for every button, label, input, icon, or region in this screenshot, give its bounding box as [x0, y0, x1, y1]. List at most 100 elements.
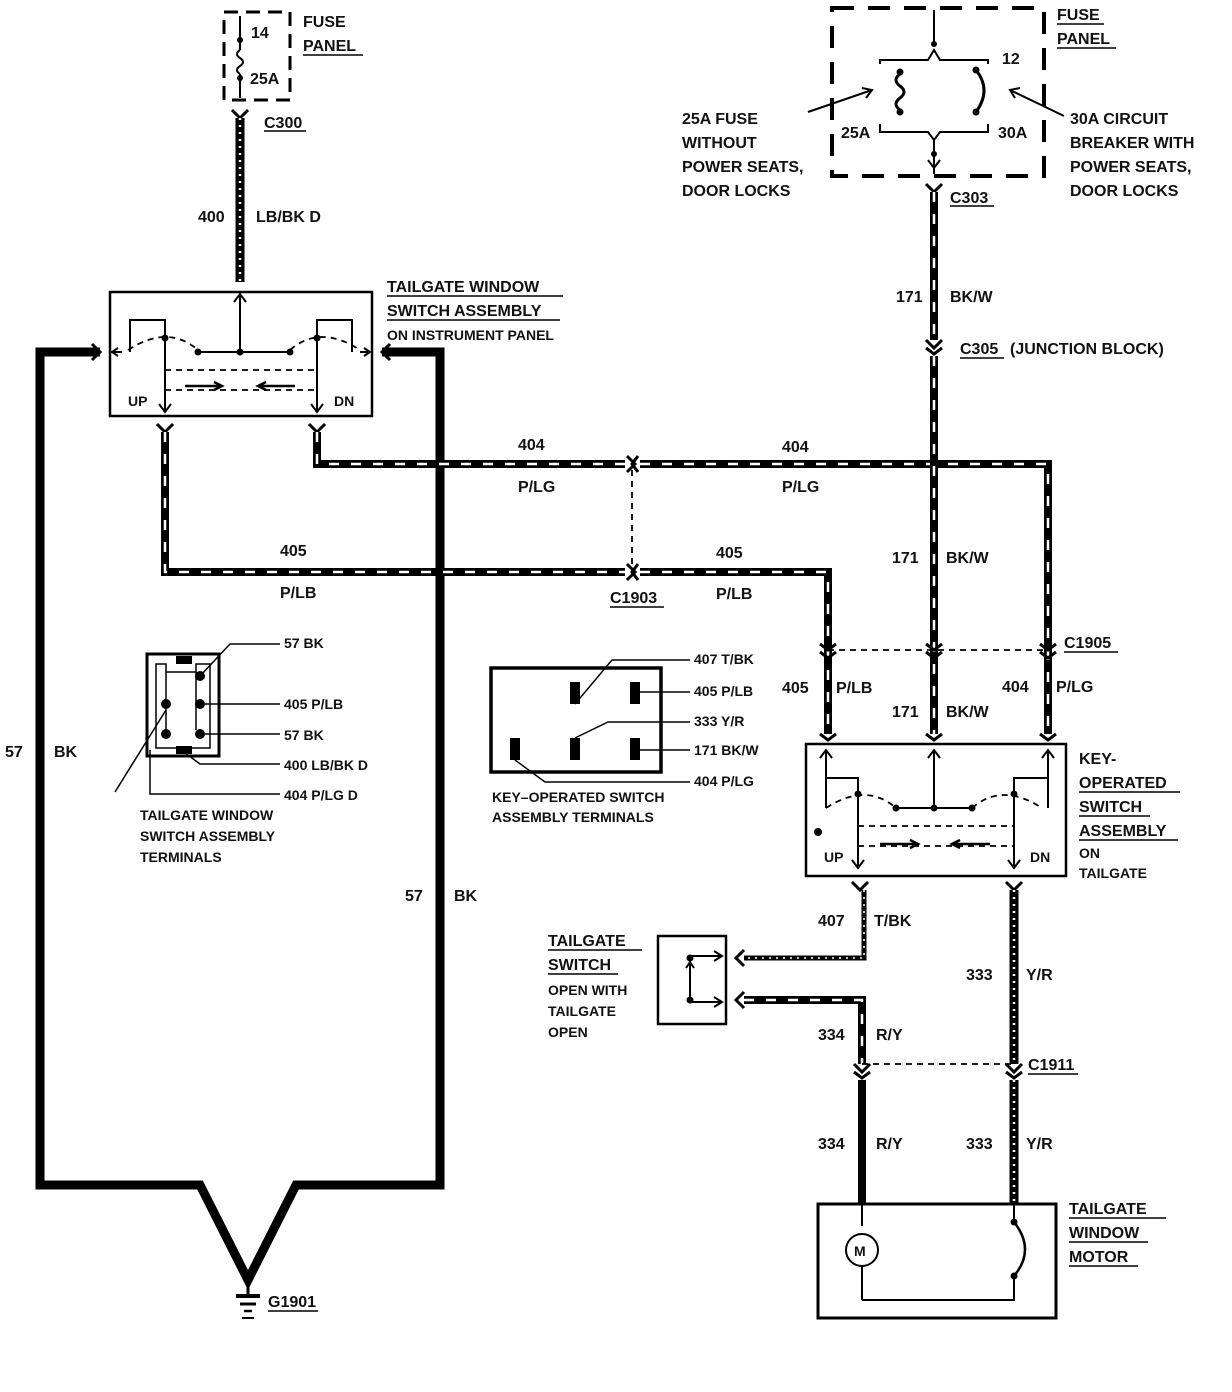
- wire-171-number-b: 171: [892, 550, 919, 567]
- key-switch-up: UP: [824, 849, 843, 865]
- key-pin-2: 405 P/LB: [694, 683, 753, 699]
- wire-334-number-b: 334: [818, 1136, 845, 1153]
- wire-405-number-c: 405: [782, 680, 809, 697]
- tg-switch-dn: DN: [334, 393, 354, 409]
- key-pin-5: 404 P/LG: [694, 773, 754, 789]
- tg-switch-title2: SWITCH ASSEMBLY: [387, 303, 542, 320]
- connector-c303: C303: [950, 190, 988, 207]
- fuse-panel-right-title2: PANEL: [1057, 31, 1110, 48]
- motor-title2: WINDOW: [1069, 1225, 1140, 1242]
- tailgate-switch-note1: OPEN WITH: [548, 982, 627, 998]
- wire-407: 407 T/BK: [733, 880, 912, 968]
- fuse-panel-right-title: FUSE: [1057, 7, 1100, 24]
- connector-c1903: C1903: [610, 590, 657, 607]
- note-30a-line4: DOOR LOCKS: [1070, 183, 1179, 200]
- wire-400-color: LB/BK D: [256, 209, 321, 226]
- key-terminals-caption1: KEY–OPERATED SWITCH: [492, 789, 664, 805]
- fuse-rating-25a-right: 25A: [841, 125, 871, 142]
- wire-57-number-left: 57: [5, 744, 23, 761]
- note-25a-line4: DOOR LOCKS: [682, 183, 791, 200]
- key-pin-3: 333 Y/R: [694, 713, 744, 729]
- wire-404: 404 P/LG 404 P/LG 404 P/LG: [313, 432, 1093, 734]
- tg-switch-title1: TAILGATE WINDOW: [387, 279, 540, 296]
- tailgate-switch-title2: SWITCH: [548, 957, 611, 974]
- wire-57-color-right: BK: [454, 888, 478, 905]
- key-pin-1: 407 T/BK: [694, 651, 754, 667]
- fuse-panel-right: 12 25A 30A FUSE PANEL 25A FUSE WITHOUT P…: [682, 6, 1194, 200]
- key-switch-sub1: ON: [1079, 845, 1100, 861]
- connector-c305-note: (JUNCTION BLOCK): [1010, 341, 1164, 358]
- wire-171-color-a: BK/W: [950, 289, 994, 306]
- fuse-panel-left-title2: PANEL: [303, 38, 356, 55]
- wire-333-number-b: 333: [966, 1136, 993, 1153]
- wire-404-number-b: 404: [782, 439, 809, 456]
- tg-terminals-caption1: TAILGATE WINDOW: [140, 807, 274, 823]
- wire-405-color-c: P/LB: [836, 680, 872, 697]
- wire-405-number-b: 405: [716, 545, 743, 562]
- fuse-panel-left-title: FUSE: [303, 14, 346, 31]
- wire-404-color-c: P/LG: [1056, 679, 1093, 696]
- fuse-panel-left: 14 25A FUSE PANEL: [222, 10, 363, 102]
- tg-pin-1: 57 BK: [284, 635, 324, 651]
- note-30a-line3: POWER SEATS,: [1070, 159, 1192, 176]
- connector-c1905: C1905: [1064, 635, 1111, 652]
- note-25a-line2: WITHOUT: [682, 135, 757, 152]
- wire-407-color: T/BK: [874, 913, 912, 930]
- wire-334-color-b: R/Y: [876, 1136, 903, 1153]
- fuse-number-12: 12: [1002, 51, 1020, 68]
- key-terminals-caption2: ASSEMBLY TERMINALS: [492, 809, 654, 825]
- tailgate-window-switch-terminals: 57 BK 405 P/LB 57 BK 400 LB/BK D 404 P/L…: [114, 635, 368, 865]
- tg-switch-up: UP: [128, 393, 147, 409]
- wire-333-number-a: 333: [966, 967, 993, 984]
- tg-pin-2: 405 P/LB: [284, 696, 343, 712]
- wire-171-number-c: 171: [892, 704, 919, 721]
- connector-c1905-group: C1905: [819, 635, 1118, 660]
- wire-57-ground-loop: G1901 57 BK 57 BK: [5, 342, 478, 1319]
- note-30a-line2: BREAKER WITH: [1070, 135, 1194, 152]
- wire-404-color-b: P/LG: [782, 479, 819, 496]
- note-25a-line1: 25A FUSE: [682, 111, 758, 128]
- wire-405-color-b: P/LB: [716, 586, 752, 603]
- ground-g1901: G1901: [268, 1294, 316, 1311]
- wire-404-color-a: P/LG: [518, 479, 555, 496]
- wire-407-number: 407: [818, 913, 845, 930]
- wire-334-color-a: R/Y: [876, 1027, 903, 1044]
- wire-171-number-a: 171: [896, 289, 923, 306]
- key-switch-dn: DN: [1030, 849, 1050, 865]
- tg-pin-4: 400 LB/BK D: [284, 757, 368, 773]
- tailgate-switch-title1: TAILGATE: [548, 933, 626, 950]
- wire-333-color-b: Y/R: [1026, 1136, 1053, 1153]
- key-switch-terminals: 407 T/BK 405 P/LB 333 Y/R 171 BK/W 404 P…: [489, 651, 759, 825]
- wire-405: 405 P/LB 405 P/LB 405 P/LB C1903: [155, 422, 872, 734]
- tailgate-switch-note3: OPEN: [548, 1024, 588, 1040]
- motor-title3: MOTOR: [1069, 1249, 1129, 1266]
- note-30a-line1: 30A CIRCUIT: [1070, 111, 1168, 128]
- motor-title1: TAILGATE: [1069, 1201, 1147, 1218]
- tailgate-window-switch-assembly: UP DN TAILGATE WINDOW SWITCH ASSEMBLY ON…: [108, 279, 563, 418]
- wire-333-color-a: Y/R: [1026, 967, 1053, 984]
- connector-c1911-group: C1911: [862, 1057, 1078, 1075]
- wire-57-number-right: 57: [405, 888, 423, 905]
- tg-pin-3: 57 BK: [284, 727, 324, 743]
- wire-405-number-a: 405: [280, 543, 307, 560]
- tg-terminals-caption2: SWITCH ASSEMBLY: [140, 828, 276, 844]
- key-operated-switch-assembly: UP DN KEY- OPERATED SWITCH ASSEMBLY ON T…: [804, 732, 1180, 881]
- wire-404-number-c: 404: [1002, 679, 1029, 696]
- wire-404-number-a: 404: [518, 437, 545, 454]
- motor-symbol: M: [854, 1243, 866, 1259]
- key-switch-title2: OPERATED: [1079, 775, 1167, 792]
- connector-c305: C305: [960, 341, 998, 358]
- fuse-number-14: 14: [251, 25, 269, 42]
- wire-171-color-b: BK/W: [946, 550, 990, 567]
- wire-400: C300 400 LB/BK D: [198, 108, 321, 282]
- wire-334: 334 R/Y 334 R/Y: [733, 990, 903, 1204]
- tailgate-switch-note2: TAILGATE: [548, 1003, 616, 1019]
- key-pin-4: 171 BK/W: [694, 742, 759, 758]
- note-25a-line3: POWER SEATS,: [682, 159, 804, 176]
- wire-57-color-left: BK: [54, 744, 78, 761]
- wire-334-number-a: 334: [818, 1027, 845, 1044]
- tailgate-switch: TAILGATE SWITCH OPEN WITH TAILGATE OPEN: [548, 933, 728, 1040]
- wire-333: 333 Y/R 333 Y/R: [966, 880, 1053, 1204]
- connector-c1911: C1911: [1028, 1057, 1074, 1074]
